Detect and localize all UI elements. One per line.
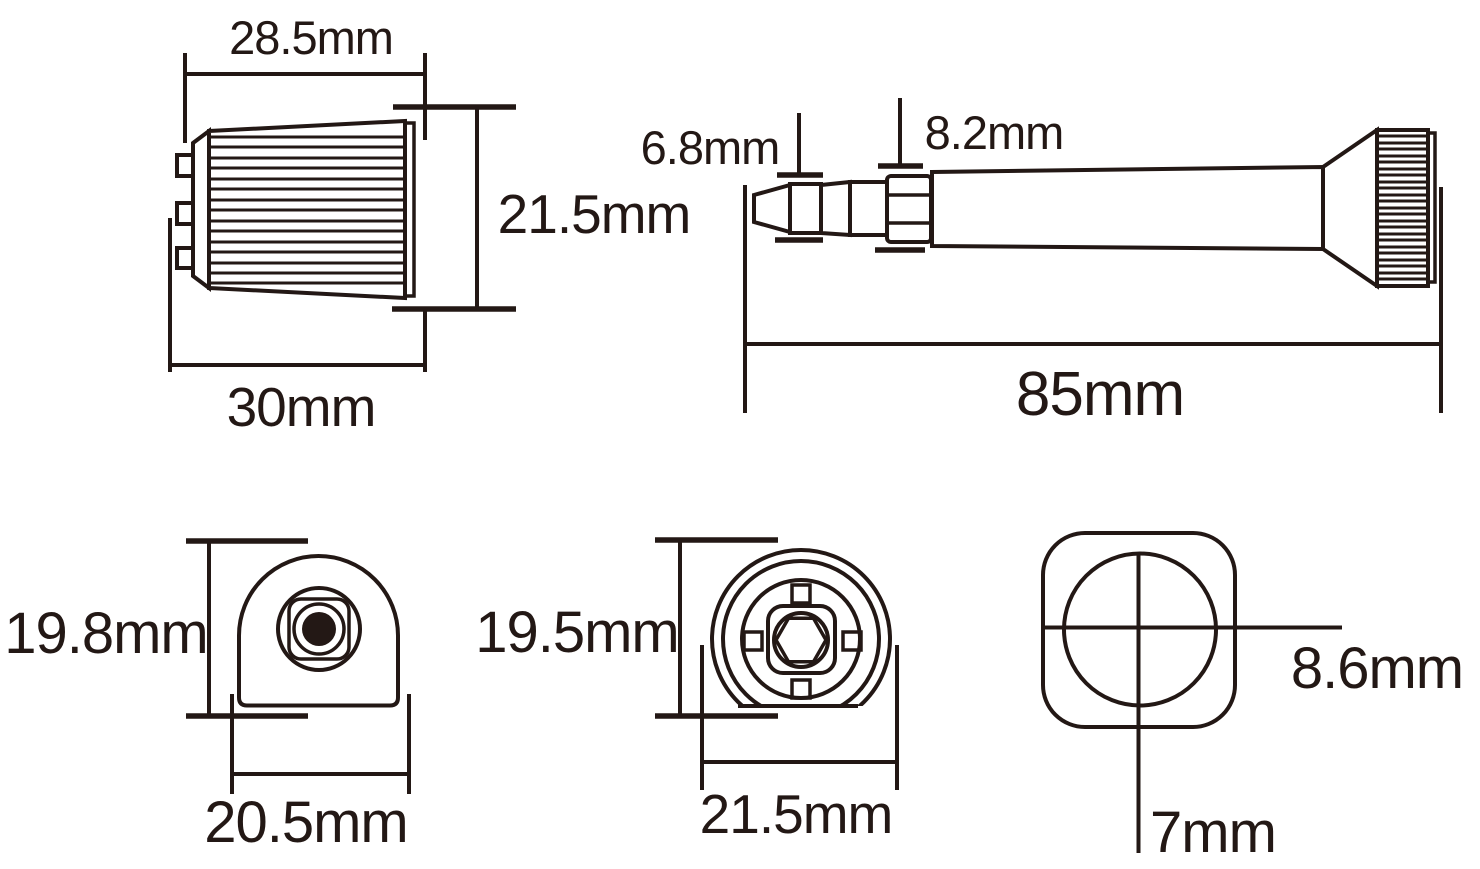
capfront-slot-bottom <box>790 678 812 700</box>
tool-barrel <box>930 164 1325 252</box>
mount-square-socket <box>287 597 351 661</box>
tool-tip-cone <box>752 182 792 235</box>
dim-label-capfront-width: 21.5mm <box>700 783 893 845</box>
capfront-bottom-cut <box>700 706 910 748</box>
dim-label-tipfront-circle: 8.6mm <box>1291 636 1463 701</box>
view-mount-front: 19.8mm 20.5mm <box>4 538 411 855</box>
cap-knurl-lines <box>1379 134 1426 281</box>
mount-center-hole <box>302 612 336 646</box>
dim-label-mount-height: 19.8mm <box>4 601 208 666</box>
view-tool-side: 6.8mm 8.2mm 85mm <box>641 98 1443 429</box>
mount-outer-circle <box>276 586 362 672</box>
tool-nut-flats <box>887 193 931 225</box>
mount-inner-circle <box>292 602 346 656</box>
knob-right-rim <box>403 121 416 298</box>
dim-label-nut-diameter: 8.2mm <box>925 106 1064 159</box>
dim-label-mount-width: 20.5mm <box>204 790 408 855</box>
view-tip-front: 8.6mm 7mm <box>1041 531 1464 865</box>
dim-label-overall-length: 85mm <box>1016 360 1184 429</box>
dim-label-knob-top-width: 28.5mm <box>229 11 393 64</box>
dim-label-capfront-height: 19.5mm <box>475 600 679 665</box>
view-cap-front: 19.5mm 21.5mm <box>475 537 910 845</box>
dim-label-tip-diameter: 6.8mm <box>641 121 780 174</box>
knob-knurl-lines <box>210 135 404 285</box>
tool-tip-cylinder <box>788 182 823 235</box>
knob-chamfer <box>191 127 211 292</box>
capfront-slot-left <box>742 630 764 652</box>
capfront-slot-right <box>841 630 863 652</box>
cap-right-rim <box>1426 131 1437 284</box>
dim-label-tipfront-width: 7mm <box>1150 800 1276 865</box>
knob-tab-top <box>175 153 195 178</box>
knob-tab-bottom <box>175 246 195 270</box>
tool-collar <box>848 180 889 237</box>
tool-taper <box>819 179 852 238</box>
view-knurled-knob-side: 28.5mm 21.5mm 30mm <box>168 11 691 438</box>
tool-collet-nut <box>885 174 933 244</box>
dim-label-knob-height: 21.5mm <box>498 183 691 245</box>
knob-tab-middle <box>175 201 195 226</box>
tool-end-flare <box>1321 126 1379 290</box>
capfront-slot-top <box>790 583 812 605</box>
capfront-hex-socket <box>773 616 829 664</box>
dim-label-knob-overall-width: 30mm <box>227 376 376 438</box>
